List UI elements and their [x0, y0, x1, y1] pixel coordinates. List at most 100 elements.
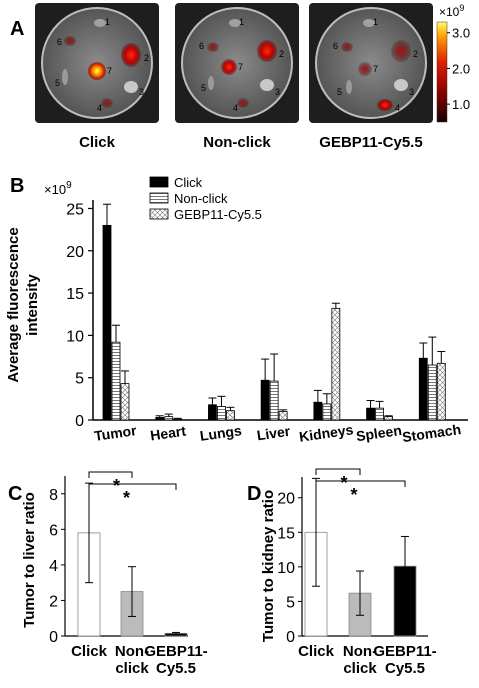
b-legend-label: GEBP11-Cy5.5: [174, 207, 262, 222]
organ-label-1: 1: [373, 17, 378, 27]
c-significance-bracket: [88, 471, 133, 478]
b-bar: [120, 383, 130, 421]
c-category-label: Click: [71, 643, 108, 660]
dish-non-click: 1 2 3 4 5 6 7: [175, 3, 299, 123]
organ-5: [346, 80, 352, 94]
c-category-label: click: [115, 660, 149, 677]
b-ytick-label: 20: [66, 244, 84, 261]
b-legend-swatch: [149, 208, 169, 220]
b-bar: [173, 418, 183, 421]
organ-7-tumor: [221, 59, 237, 75]
organ-2: [257, 40, 277, 62]
d-category-label: Click: [298, 643, 335, 660]
organ-4: [101, 98, 113, 108]
organ-4: [377, 99, 393, 111]
organ-label-5: 5: [201, 83, 206, 93]
b-bar: [260, 379, 270, 421]
c-category-label: GEBP11-: [144, 643, 207, 660]
organ-label-1: 1: [239, 17, 244, 27]
b-bar: [313, 401, 323, 421]
c-ytick-label: 0: [49, 629, 58, 646]
b-bar: [269, 380, 279, 421]
b-bar: [278, 411, 288, 421]
c-category-label: Cy5.5: [156, 660, 196, 677]
d-significance-star: *: [350, 485, 357, 505]
organ-3: [260, 79, 274, 91]
d-ytick-label: 5: [286, 594, 295, 611]
organ-label-3: 3: [409, 87, 414, 97]
b-ytick-label: 15: [66, 286, 84, 303]
panel-a-images: 1 2 3 4 5 6 7 1 2 3 4 5 6 7: [35, 3, 470, 151]
b-legend-label: Non-click: [174, 191, 228, 206]
b-legend-label: Click: [174, 175, 203, 190]
b-bar: [418, 357, 428, 421]
organ-label-3: 3: [275, 87, 280, 97]
d-significance-bracket: [315, 468, 361, 475]
b-bar: [322, 403, 332, 421]
organ-label-4: 4: [97, 103, 102, 113]
c-category-label: Non-: [115, 643, 149, 660]
b-ytick-label: 0: [75, 413, 84, 430]
organ-label-6: 6: [333, 41, 338, 51]
c-ytick-label: 4: [49, 558, 58, 575]
panel-letter-c: C: [8, 483, 22, 505]
b-bar: [155, 417, 165, 421]
organ-label-6: 6: [57, 37, 62, 47]
organ-label-6: 6: [199, 41, 204, 51]
organ-label-4: 4: [395, 103, 400, 113]
organ-label-4: 4: [233, 103, 238, 113]
b-ytick-label: 25: [66, 201, 84, 218]
organ-1: [229, 19, 241, 27]
organ-label-7: 7: [238, 62, 243, 72]
d-ytick-label: 15: [277, 525, 295, 542]
organ-label-5: 5: [337, 87, 342, 97]
organ-label-5: 5: [55, 78, 60, 88]
organ-label-2: 2: [279, 49, 284, 59]
panel-letter-b: B: [10, 175, 24, 197]
organ-3: [394, 79, 408, 91]
organ-label-2: 2: [144, 53, 149, 63]
c-ylabel: Tumor to liver ratio: [21, 492, 38, 628]
organ-1: [363, 19, 375, 27]
organ-6: [341, 42, 353, 52]
b-legend-swatch: [149, 176, 169, 188]
c-ytick-label: 2: [49, 593, 58, 610]
y-multiplier: ×109: [44, 180, 72, 197]
b-bar: [111, 341, 121, 421]
d-ytick-label: 0: [286, 629, 295, 646]
b-category-label: Tumor: [93, 422, 138, 444]
panel-letter-d: D: [247, 483, 261, 505]
c-significance-star: *: [113, 476, 120, 496]
b-bar: [436, 362, 446, 421]
organ-7-tumor: [358, 62, 372, 76]
b-category-label: Spleen: [355, 422, 403, 444]
colorbar: [436, 21, 448, 123]
organ-1: [94, 19, 106, 27]
dish-label-non-click: Non-click: [203, 134, 271, 151]
b-bar: [164, 416, 174, 421]
d-ytick-label: 20: [277, 491, 295, 508]
b-ytick-label: 5: [75, 371, 84, 388]
d-ytick-label: 10: [277, 560, 295, 577]
organ-label-7: 7: [107, 66, 112, 76]
organ-6: [64, 36, 76, 46]
organ-label-3: 3: [139, 87, 144, 97]
c-significance-bracket: [88, 483, 177, 490]
colorbar-tick-label: 1.0: [452, 97, 470, 112]
b-category-label: Kidneys: [298, 421, 354, 444]
colorbar-tick-label: 3.0: [452, 26, 470, 41]
organ-3: [124, 81, 138, 93]
b-legend-swatch: [149, 192, 169, 204]
c-ytick-label: 6: [49, 522, 58, 539]
b-bar: [375, 407, 384, 421]
d-category-label: Cy5.5: [385, 660, 425, 677]
organ-label-2: 2: [413, 49, 418, 59]
b-bar: [208, 404, 217, 421]
colorbar-multiplier: ×109: [439, 3, 464, 19]
b-bar: [226, 410, 235, 421]
